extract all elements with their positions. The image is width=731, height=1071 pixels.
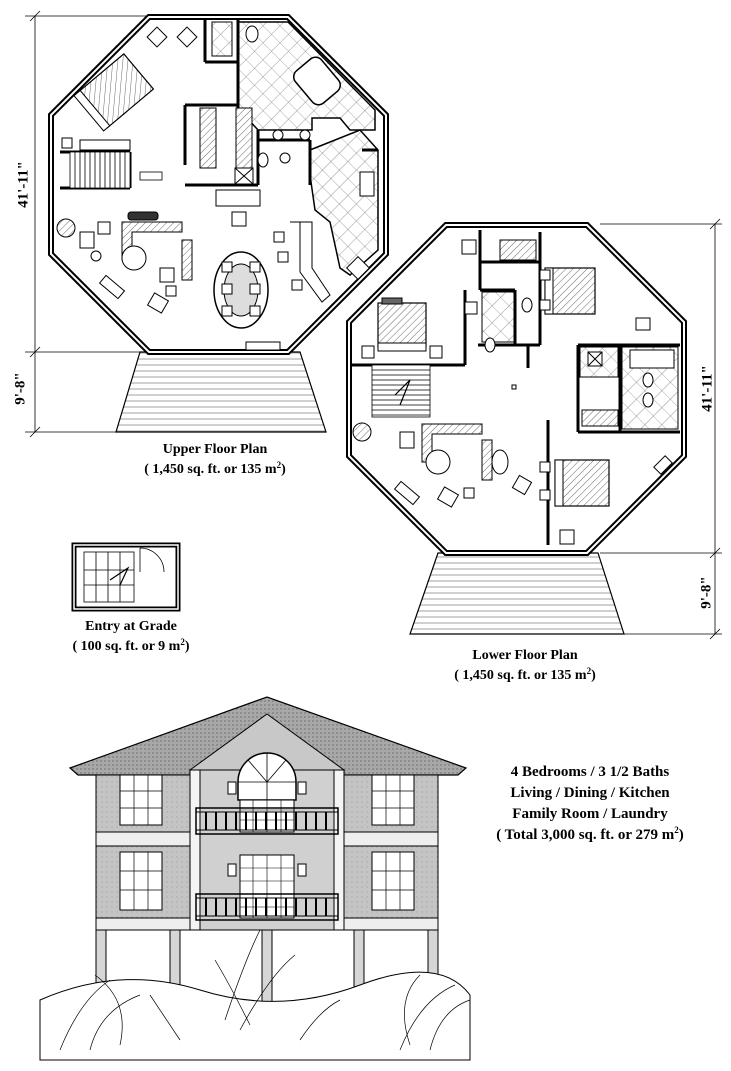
entry-area: ( 100 sq. ft. or 9 m2) bbox=[72, 637, 190, 654]
upper-deck bbox=[115, 351, 327, 433]
upper-desk bbox=[127, 189, 261, 227]
lower-plan-caption: Lower Floor Plan ( 1,450 sq. ft. or 135 … bbox=[430, 646, 620, 686]
upper-kitchen-counter bbox=[273, 171, 375, 303]
upper-plan-title: Upper Floor Plan bbox=[162, 442, 268, 457]
upper-stair bbox=[69, 151, 163, 189]
upper-closet bbox=[199, 107, 217, 169]
wall-lamps bbox=[227, 781, 307, 877]
lower-interior-walls bbox=[352, 230, 680, 545]
lower-deck bbox=[409, 552, 625, 635]
summary-family: Family Room / Laundry bbox=[512, 806, 668, 822]
upper-bath-fixtures bbox=[211, 21, 311, 185]
upper-height-dimension: 41'-11" bbox=[15, 161, 32, 208]
lower-height-dimension: 41'-11" bbox=[699, 365, 716, 412]
lower-deck-dimension: 9'-8" bbox=[698, 576, 715, 609]
lower-dimension-lines bbox=[600, 218, 722, 640]
lower-floor-plan bbox=[346, 218, 722, 640]
lower-bath-a bbox=[481, 291, 515, 343]
upper-deck-dimension: 9'-8" bbox=[12, 372, 29, 405]
summary-bedrooms: 4 Bedrooms / 3 1/2 Baths bbox=[510, 764, 670, 780]
upper-bathtub bbox=[292, 56, 342, 106]
balcony-railings bbox=[195, 807, 339, 921]
lower-living-sofa bbox=[352, 422, 533, 508]
entry-caption: Entry at Grade ( 100 sq. ft. or 9 m2) bbox=[56, 617, 206, 657]
summary-total-area: ( Total 3,000 sq. ft. or 279 m2) bbox=[496, 825, 684, 843]
lower-stair bbox=[371, 364, 431, 418]
lower-nightstands bbox=[361, 269, 673, 545]
foliage bbox=[59, 929, 471, 1051]
entry-at-grade-plan bbox=[71, 542, 181, 612]
upper-floor-plan bbox=[25, 10, 389, 438]
summary-living: Living / Dining / Kitchen bbox=[510, 785, 670, 801]
upper-plan-caption: Upper Floor Plan ( 1,450 sq. ft. or 135 … bbox=[120, 440, 310, 480]
upper-living-sofa bbox=[79, 221, 193, 314]
upper-kitchen-floor bbox=[309, 129, 379, 276]
upper-plan-area: ( 1,450 sq. ft. or 135 m2) bbox=[144, 460, 286, 477]
upper-master-bed bbox=[73, 53, 155, 132]
lower-bath-fixtures bbox=[461, 239, 675, 427]
side-windows bbox=[119, 774, 415, 911]
lower-plan-title: Lower Floor Plan bbox=[472, 648, 578, 663]
lower-plan-area: ( 1,450 sq. ft. or 135 m2) bbox=[454, 666, 596, 683]
ground bbox=[39, 971, 471, 1061]
upper-bedroom-chairs bbox=[56, 26, 198, 300]
upper-dining-table bbox=[213, 251, 269, 329]
entry-title: Entry at Grade bbox=[85, 619, 177, 634]
columns bbox=[189, 769, 345, 931]
home-summary: 4 Bedrooms / 3 1/2 Baths Living / Dining… bbox=[470, 762, 710, 846]
front-elevation bbox=[39, 696, 471, 1061]
upper-dimension-lines bbox=[25, 10, 150, 438]
